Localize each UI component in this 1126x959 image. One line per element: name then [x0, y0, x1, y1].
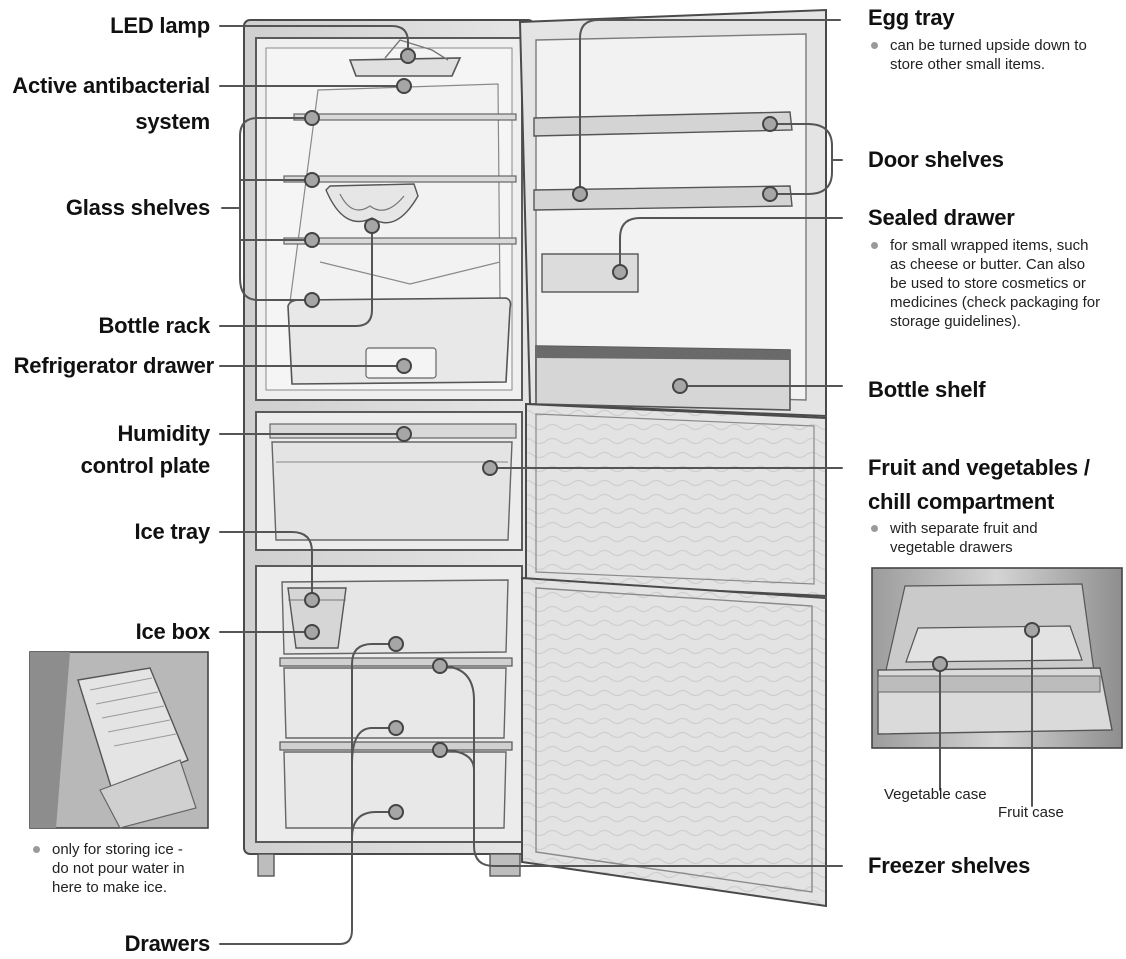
marker-drawer-1	[389, 637, 403, 651]
marker-bottle-shelf	[673, 379, 687, 393]
marker-sealed-drawer	[613, 265, 627, 279]
upper-door	[520, 10, 826, 416]
label-door-shelves: Door shelves	[868, 147, 1004, 173]
lower-door	[522, 578, 826, 906]
inset-fruit-veg	[872, 568, 1122, 748]
note-egg-tray: can be turned upside down to store other…	[868, 36, 1087, 74]
caption-vegetable-case: Vegetable case	[884, 786, 987, 803]
marker-ice-box	[305, 625, 319, 639]
chill-compartment	[256, 412, 522, 550]
label-humidity-line2: control plate	[81, 453, 210, 479]
note-sealed-drawer-line: as cheese or butter. Can also	[890, 255, 1100, 274]
note-sealed-drawer: for small wrapped items, such as cheese …	[868, 236, 1100, 331]
note-sealed-drawer-line: medicines (check packaging for	[890, 293, 1100, 312]
marker-fruit-veg	[483, 461, 497, 475]
label-sealed-drawer: Sealed drawer	[868, 205, 1015, 231]
fridge-compartment	[256, 38, 522, 400]
marker-glass-shelf-2	[305, 173, 319, 187]
label-glass-shelves: Glass shelves	[66, 195, 210, 221]
label-bottle-rack: Bottle rack	[98, 313, 210, 339]
note-ice-box-line: here to make ice.	[52, 878, 185, 897]
label-drawers: Drawers	[125, 931, 210, 957]
marker-drawer-2	[389, 721, 403, 735]
label-ice-box: Ice box	[136, 619, 210, 645]
note-fruit-veg: with separate fruit and vegetable drawer…	[868, 519, 1038, 557]
marker-bottle-rack	[365, 219, 379, 233]
marker-glass-shelf-1	[305, 111, 319, 125]
note-sealed-drawer-line: be used to store cosmetics or	[890, 274, 1100, 293]
label-humidity-line1: Humidity	[117, 421, 210, 447]
marker-vegetable-case	[933, 657, 947, 671]
label-freezer-shelves: Freezer shelves	[868, 853, 1030, 879]
label-bottle-shelf: Bottle shelf	[868, 377, 985, 403]
marker-glass-shelf-4	[305, 293, 319, 307]
marker-led-lamp	[401, 49, 415, 63]
marker-refrigerator-drawer	[397, 359, 411, 373]
marker-egg-tray	[573, 187, 587, 201]
freezer-compartment	[256, 566, 522, 842]
label-antibacterial-line2: system	[135, 109, 210, 135]
marker-door-shelf-1	[763, 117, 777, 131]
label-antibacterial-line1: Active antibacterial	[12, 73, 210, 99]
note-ice-box-line: do not pour water in	[52, 859, 185, 878]
marker-humidity-plate	[397, 427, 411, 441]
label-fruit-veg-line2: chill compartment	[868, 489, 1054, 515]
note-sealed-drawer-line: for small wrapped items, such	[890, 236, 1100, 255]
marker-antibacterial	[397, 79, 411, 93]
note-egg-tray-line: can be turned upside down to	[890, 36, 1087, 55]
middle-door	[526, 404, 826, 596]
marker-freezer-shelf-1	[433, 659, 447, 673]
note-ice-box: only for storing ice - do not pour water…	[30, 840, 185, 897]
note-fruit-veg-line: with separate fruit and	[890, 519, 1038, 538]
marker-door-shelf-2	[763, 187, 777, 201]
caption-fruit-case: Fruit case	[998, 804, 1064, 821]
marker-ice-tray	[305, 593, 319, 607]
marker-glass-shelf-3	[305, 233, 319, 247]
note-sealed-drawer-line: storage guidelines).	[890, 312, 1100, 331]
note-egg-tray-line: store other small items.	[890, 55, 1087, 74]
marker-freezer-shelf-2	[433, 743, 447, 757]
label-ice-tray: Ice tray	[135, 519, 210, 545]
inset-ice-box	[30, 652, 208, 828]
foot-left	[258, 854, 274, 876]
note-fruit-veg-line: vegetable drawers	[890, 538, 1038, 557]
label-fruit-veg-line1: Fruit and vegetables /	[868, 455, 1090, 481]
marker-fruit-case	[1025, 623, 1039, 637]
marker-drawer-3	[389, 805, 403, 819]
label-refrigerator-drawer: Refrigerator drawer	[14, 353, 214, 379]
label-led-lamp: LED lamp	[110, 13, 210, 39]
label-egg-tray: Egg tray	[868, 5, 954, 31]
note-ice-box-line: only for storing ice -	[52, 840, 185, 859]
